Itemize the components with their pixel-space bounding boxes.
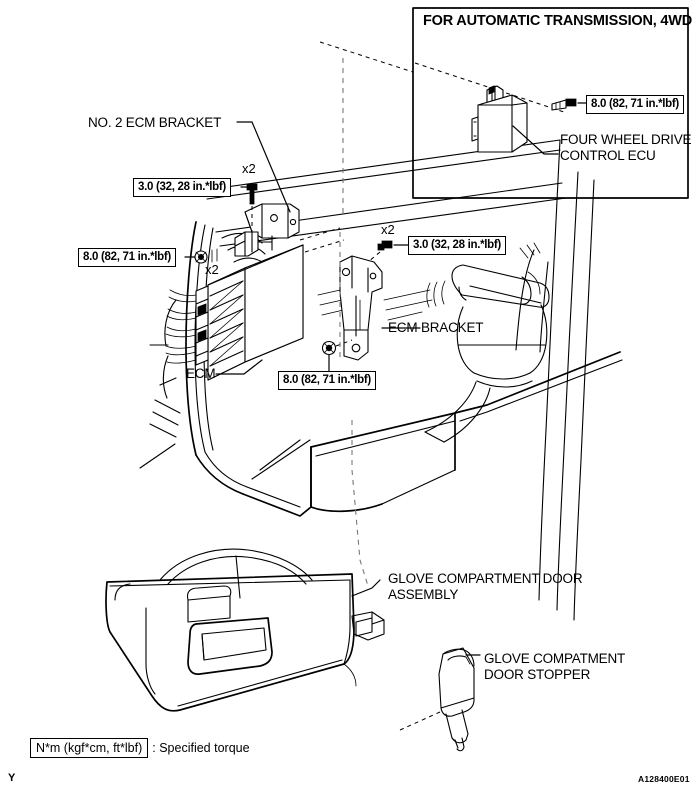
qty-mid-left: x2 <box>205 262 219 277</box>
leader-ecm <box>215 359 263 375</box>
glove-compartment-door-assembly-label: GLOVE COMPARTMENT DOOR ASSEMBLY <box>388 571 583 602</box>
fastener-upper-left <box>246 183 258 232</box>
fastener-mid-left <box>194 248 218 264</box>
legend: N*m (kgf*cm, ft*lbf) : Specified torque <box>30 738 250 758</box>
fastener-lower-center <box>321 339 353 356</box>
torque-callout-upper-right: 3.0 (32, 28 in.*lbf) <box>408 236 506 255</box>
qty-upper-left: x2 <box>242 161 256 176</box>
glove-door-stopper <box>438 647 475 752</box>
inset-border <box>412 7 689 199</box>
torque-callout-mid-left: 8.0 (82, 71 in.*lbf) <box>78 248 176 267</box>
four-wheel-drive-control-ecu <box>319 41 587 155</box>
torque-callout-upper-left: 3.0 (32, 28 in.*lbf) <box>133 178 231 197</box>
leader-glove-door <box>351 579 381 597</box>
legend-meaning: : Specified torque <box>152 741 250 755</box>
glove-compartment-door-stopper-label: GLOVE COMPATMENT DOOR STOPPER <box>484 651 626 682</box>
inset-title: FOR AUTOMATIC TRANSMISSION, 4WD <box>423 13 693 29</box>
ecm-module <box>207 244 304 381</box>
four-wheel-drive-control-ecu-label: FOUR WHEEL DRIVE CONTROL ECU <box>560 132 692 163</box>
dashed-bracket-link <box>299 227 341 241</box>
leader-no2-ecm-bracket <box>236 121 291 213</box>
fastener-upper-right <box>367 240 393 263</box>
torque-callout-inset: 8.0 (82, 71 in.*lbf) <box>586 95 684 114</box>
torque-callout-lower-center: 8.0 (82, 71 in.*lbf) <box>278 371 376 390</box>
ecm-bracket-part <box>339 255 383 361</box>
ecm-label: ECM <box>186 366 216 381</box>
glove-compartment-door <box>105 548 385 712</box>
no2-ecm-bracket-part <box>234 203 300 257</box>
ecm-bracket-label: ECM BRACKET <box>388 320 484 335</box>
dashed-guide-lower <box>351 420 369 587</box>
ecm-connectors <box>165 285 209 366</box>
qty-upper-right: x2 <box>381 222 395 237</box>
corner-marker: Y <box>8 772 16 784</box>
figure-id-code: A128400E01 <box>638 774 690 784</box>
no2-ecm-bracket-label: NO. 2 ECM BRACKET <box>88 115 222 130</box>
legend-unit-box: N*m (kgf*cm, ft*lbf) <box>30 738 149 758</box>
